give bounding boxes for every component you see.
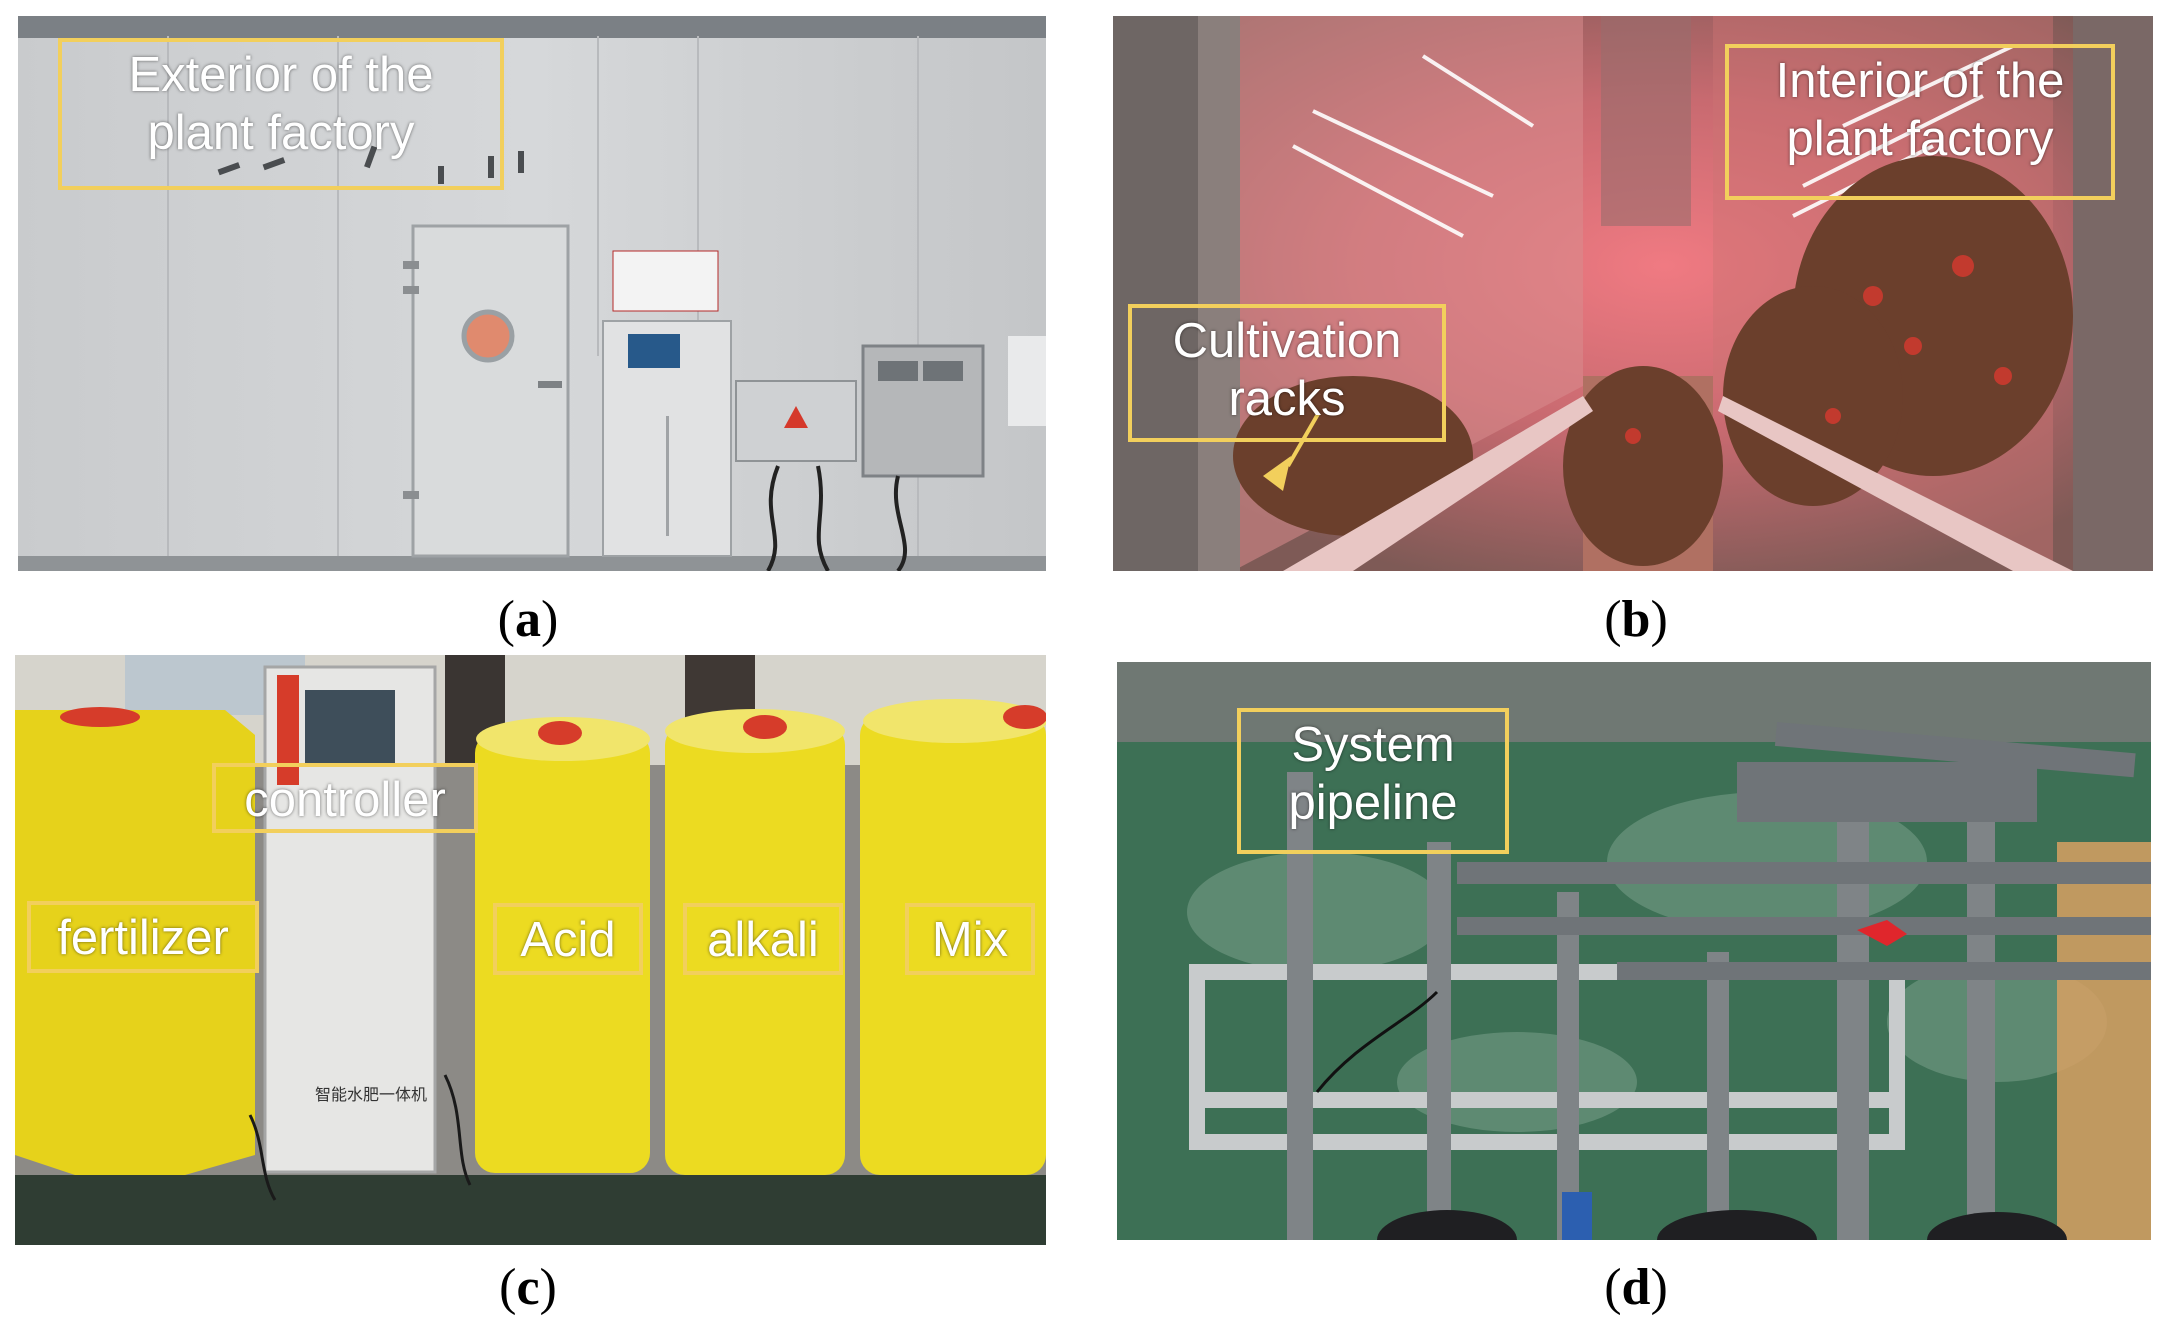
label-interior-line2: plant factory — [1786, 112, 2054, 166]
label-cultivation-racks: Cultivation racks — [1128, 304, 1446, 442]
label-controller-text: controller — [244, 773, 446, 827]
label-fertilizer-text: fertilizer — [57, 911, 229, 965]
caption-c-letter: c — [516, 1259, 540, 1316]
label-exterior-line1: Exterior of the — [128, 48, 434, 102]
label-racks-line1: Cultivation — [1172, 314, 1402, 368]
machine-nameplate: 智能水肥一体机 — [315, 1085, 427, 1104]
photo-plant-interior: Interior of the plant factory Cultivatio… — [1113, 16, 2153, 571]
label-exterior: Exterior of the plant factory — [58, 38, 504, 190]
caption-b-letter: b — [1621, 591, 1651, 648]
photo-fertilizer-tanks: 智能水肥一体机 controller fertilizer Acid alkal… — [15, 655, 1046, 1245]
caption-d-close: ) — [1650, 1259, 1668, 1316]
label-racks-line2: racks — [1228, 372, 1346, 426]
caption-a-open: ( — [497, 591, 515, 648]
plant-interior-image — [1113, 16, 2153, 571]
label-system-pipeline: System pipeline — [1237, 708, 1509, 854]
fertilizer-tanks-image: 智能水肥一体机 — [15, 655, 1046, 1245]
label-fertilizer: fertilizer — [27, 901, 259, 973]
label-acid: Acid — [493, 903, 643, 975]
label-alkali: alkali — [683, 903, 843, 975]
caption-d: (d) — [1536, 1258, 1736, 1317]
caption-d-open: ( — [1604, 1259, 1622, 1316]
caption-a-letter: a — [515, 591, 541, 648]
label-mix-text: Mix — [931, 913, 1009, 967]
caption-c-close: ) — [539, 1259, 557, 1316]
label-alkali-text: alkali — [707, 913, 819, 967]
plant-exterior-image — [18, 16, 1046, 571]
system-pipeline-image — [1117, 662, 2151, 1240]
label-controller: controller — [212, 763, 478, 833]
caption-b-close: ) — [1650, 591, 1668, 648]
label-mix: Mix — [905, 903, 1035, 975]
photo-system-pipeline: System pipeline — [1117, 662, 2151, 1240]
label-pipeline-line1: System — [1291, 718, 1455, 772]
caption-a: (a) — [428, 590, 628, 649]
label-pipeline-line2: pipeline — [1288, 776, 1458, 830]
label-exterior-line2: plant factory — [147, 106, 415, 160]
caption-a-close: ) — [541, 591, 559, 648]
label-acid-text: Acid — [520, 913, 616, 967]
photo-plant-exterior: Exterior of the plant factory — [18, 16, 1046, 571]
caption-b: (b) — [1536, 590, 1736, 649]
caption-d-letter: d — [1621, 1259, 1651, 1316]
caption-c: (c) — [428, 1258, 628, 1317]
label-interior-line1: Interior of the — [1775, 54, 2065, 108]
caption-b-open: ( — [1604, 591, 1622, 648]
label-interior: Interior of the plant factory — [1725, 44, 2115, 200]
caption-c-open: ( — [499, 1259, 517, 1316]
